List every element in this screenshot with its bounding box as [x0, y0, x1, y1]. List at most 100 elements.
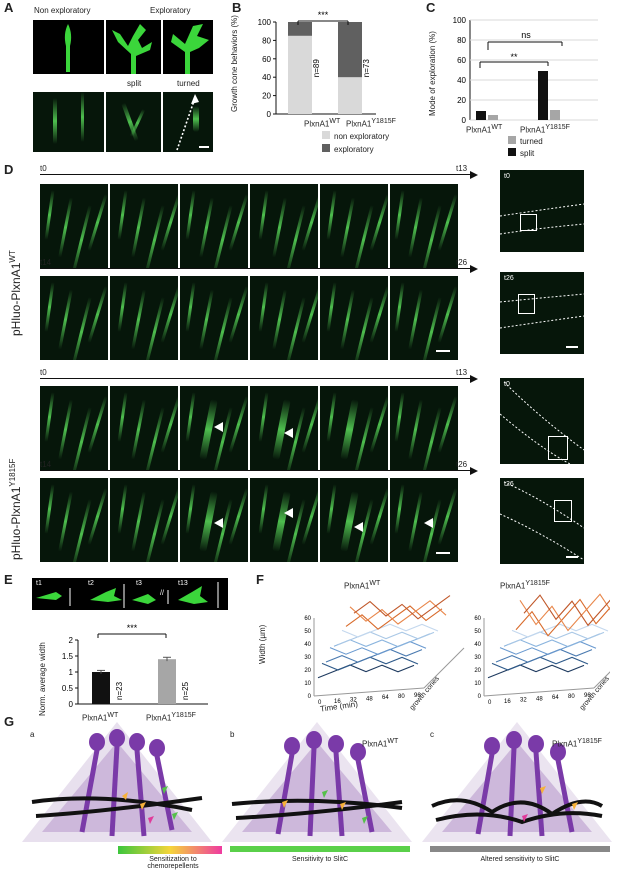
timelapse-frame	[180, 276, 248, 360]
c-tick-label: 60	[457, 56, 466, 65]
f-mut-series-line	[515, 598, 610, 637]
time-label-end: t13	[456, 368, 468, 377]
c-sig-star: **	[510, 52, 518, 62]
time-label-start: t0	[40, 164, 47, 173]
e-tick-label: 1	[69, 668, 74, 677]
micrograph-split	[106, 92, 161, 152]
c-tick-label: 100	[453, 16, 467, 25]
row-label-wt: pHluo-PlxnA1WT	[8, 250, 23, 336]
label-exploratory: Exploratory	[150, 6, 191, 15]
b-tick-label: 40	[262, 73, 271, 82]
roi-box	[548, 436, 568, 460]
f-wt-x-axis	[313, 687, 425, 697]
g-a-gradient-bar	[118, 846, 222, 854]
f-mut-xtick: 64	[552, 695, 559, 701]
c-tick-label: 20	[457, 96, 466, 105]
schematic-g-b: b PlxnA1WT	[222, 722, 412, 852]
timelapse-frame	[180, 386, 248, 470]
arrowhead-marker	[284, 508, 293, 518]
timelapse-frame	[250, 276, 318, 360]
timelapse-frame	[320, 184, 388, 268]
overview-wt-t0: t0	[500, 170, 584, 252]
f-mut-ytick: 20	[474, 668, 481, 674]
micrograph-turned	[163, 92, 213, 152]
timelapse-frame	[180, 478, 248, 562]
f-ylabel: Width (µm)	[258, 624, 267, 664]
timelapse-frame	[40, 276, 108, 360]
b-tick-label: 20	[262, 92, 271, 101]
f-mut-series-line	[523, 594, 610, 627]
e-tick-label: 2	[69, 636, 74, 645]
timelapse-frame	[250, 478, 318, 562]
arrowhead-marker	[284, 428, 293, 438]
f-title-mut: PlxnA1Y1815F	[500, 580, 550, 591]
b-xlabel-wt: PlxnA1WT	[304, 118, 341, 129]
e-tick-label: 0.5	[62, 684, 74, 693]
f-mut-xtick: 80	[568, 694, 575, 700]
time-arrow	[40, 174, 472, 175]
arrowhead-marker	[214, 518, 223, 528]
c-legend-turned: turned	[508, 136, 543, 146]
f-wt-ytick: 50	[304, 629, 311, 635]
f-wt-ytick: 10	[304, 681, 311, 687]
time-label-end: t26	[456, 460, 468, 469]
timelapse-frame	[40, 478, 108, 562]
e-schematic-strip: t1 t2 t3 // t13	[32, 578, 228, 610]
e-xlabel-wt: PlxnA1WT	[82, 712, 119, 723]
f-mut-series-line	[487, 664, 585, 679]
label-non-exploratory: Non exploratory	[34, 6, 91, 15]
c-tick-label: 0	[462, 116, 467, 125]
b-bar-non-exploratory	[338, 77, 362, 114]
panel-label-c: C	[426, 0, 436, 15]
overview-wt-t26: t26	[500, 272, 584, 354]
f-wt-ytick: 40	[304, 642, 311, 648]
f-mut-ytick: 60	[474, 616, 481, 622]
timelapse-frame	[250, 386, 318, 470]
c-sig-ns: ns	[521, 30, 531, 40]
f-mut-series-line	[499, 641, 597, 655]
f-wt-xtick: 80	[398, 694, 405, 700]
spinal-cord-wt-schematic	[222, 722, 412, 842]
f-wt-ytick: 0	[308, 694, 312, 700]
f-mut-series-line	[511, 623, 609, 638]
panel-label-a: A	[4, 0, 14, 15]
f-mut-xtick: 32	[520, 698, 527, 704]
b-n-label: n=89	[312, 59, 321, 78]
time-arrow-head	[470, 374, 478, 383]
c-bar-split	[476, 111, 486, 120]
scale-bar	[436, 552, 450, 554]
timelapse-frame	[320, 276, 388, 360]
scale-bar	[436, 350, 450, 352]
e-significance: ***	[127, 623, 138, 633]
b-tick-label: 100	[258, 18, 272, 27]
f-mut-xtick: 96	[584, 693, 591, 699]
c-bar-turned	[550, 110, 560, 120]
panel-label-g: G	[4, 714, 15, 729]
time-arrow-head	[470, 170, 478, 179]
growth-cone-split-schematic	[112, 24, 152, 74]
scale-bar	[566, 346, 578, 348]
e-tick-label: 0	[69, 700, 74, 708]
arrowhead-marker	[424, 518, 433, 528]
f-mut-series-line	[519, 593, 610, 632]
time-label-end: t26	[456, 258, 468, 267]
f-wt-xtick: 64	[382, 695, 389, 701]
b-xlabel-mut: PlxnA1Y1815F	[346, 118, 396, 129]
f-title-wt: PlxnA1WT	[344, 580, 381, 591]
c-xlabel-mut: PlxnA1Y1815F	[520, 124, 570, 135]
e-n-label: n=23	[115, 681, 124, 700]
b-significance: ***	[318, 10, 329, 20]
e-bar	[92, 672, 110, 704]
e-tick-label: 1.5	[62, 652, 74, 661]
spinal-cord-mut-schematic	[422, 722, 612, 842]
b-bar-exploratory	[338, 22, 362, 78]
schematic-g-a: a	[22, 722, 212, 852]
b-n-label: n=73	[362, 59, 371, 78]
f-mut-series-line	[491, 656, 589, 671]
f-wt-series-line	[329, 641, 427, 655]
panel-label-b: B	[232, 0, 242, 15]
f-wt-series-line	[341, 623, 439, 638]
g-b-caption: Sensitivity to SlitC	[291, 856, 349, 863]
timelapse-frame	[110, 478, 178, 562]
